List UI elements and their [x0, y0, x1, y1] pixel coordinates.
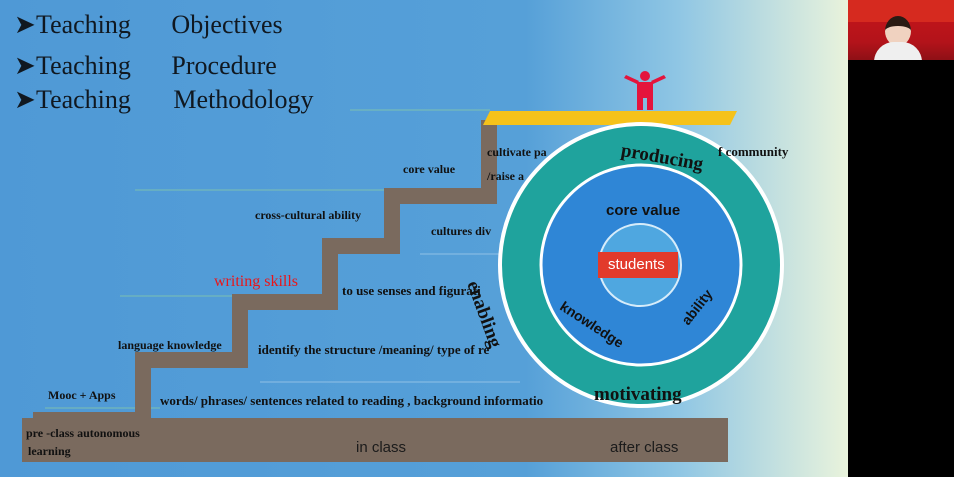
presentation-slide: ➤Teaching Objectives ➤Teaching Procedure… [0, 0, 848, 477]
circle-diagram [498, 122, 784, 408]
pre-class-label-2: learning [28, 444, 71, 458]
top-platform [483, 111, 737, 125]
objective-line-3: ➤Teaching Methodology [14, 85, 314, 114]
step-text-cultures: cultures div [431, 224, 492, 238]
person-figure-icon [624, 71, 666, 110]
students-badge [598, 252, 678, 278]
motivating-label: motivating [594, 384, 682, 405]
students-label: students [608, 256, 665, 273]
presenter-head [885, 16, 911, 46]
language-knowledge-label: language knowledge [118, 338, 222, 352]
base-bar [22, 418, 728, 462]
step-text-raise: /raise a [487, 169, 524, 183]
core-value-step-label: core value [403, 162, 456, 176]
stair-diagram [22, 71, 784, 462]
step-text-words: words/ phrases/ sentences related to rea… [160, 393, 544, 408]
in-class-label: in class [356, 439, 407, 456]
step-text-cultivate: cultivate pa [487, 145, 547, 159]
arrow-bullet-icon: ➤ [14, 10, 36, 39]
video-banner [848, 0, 954, 22]
objective-line-1: ➤Teaching Objectives [14, 10, 283, 39]
pre-class-label: pre -class autonomous [26, 426, 140, 440]
arrow-bullet-icon: ➤ [14, 51, 36, 80]
step-text-identify: identify the structure /meaning/ type of… [258, 342, 490, 357]
step-text-community: f community [718, 144, 789, 159]
arrow-bullet-icon: ➤ [14, 85, 36, 114]
staircase [33, 120, 497, 428]
writing-skills-label: writing skills [214, 273, 299, 290]
objective-line-2: ➤Teaching Procedure [14, 51, 277, 80]
after-class-label: after class [610, 439, 679, 456]
core-value-label: core value [606, 202, 681, 219]
cross-cultural-label: cross-cultural ability [255, 208, 362, 222]
presenter-video-thumbnail[interactable] [848, 0, 954, 60]
step-text-senses: to use senses and figurati [342, 283, 481, 298]
presenter-body [874, 42, 922, 60]
mooc-label: Mooc + Apps [48, 388, 116, 402]
